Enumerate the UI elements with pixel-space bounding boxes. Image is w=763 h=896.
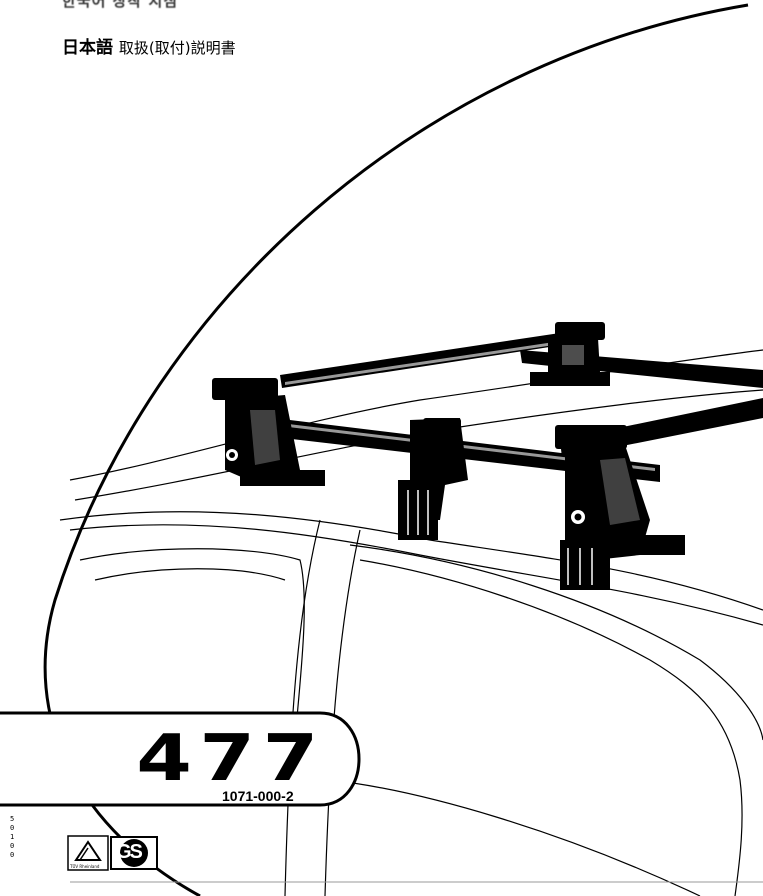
korean-instructions-title: 한국어 장착 지침 (62, 0, 179, 10)
japanese-lang-label: 日本語 (62, 38, 113, 58)
gs-mark-icon (110, 836, 158, 870)
car-body-lines (59, 349, 763, 896)
tuv-triangle-icon (67, 835, 109, 871)
model-banner (0, 711, 361, 807)
right-foot (555, 425, 685, 590)
middle-bracket (398, 418, 468, 540)
part-number: 1071-000-2 (222, 788, 294, 804)
model-number: 477 (136, 722, 326, 796)
side-print-code: 50100 (10, 815, 15, 859)
rear-right-foot (530, 322, 610, 386)
gs-mark-label: GS (116, 841, 143, 863)
japanese-manual-label: 取扱(取付)説明書 (118, 39, 236, 57)
front-load-bar (232, 398, 763, 482)
rear-load-bar (280, 330, 763, 388)
left-foot (212, 378, 325, 486)
tuv-label: TÜV Rheinland (70, 864, 100, 869)
japanese-instructions-title: 日本語 取扱(取付)説明書 (62, 33, 236, 58)
